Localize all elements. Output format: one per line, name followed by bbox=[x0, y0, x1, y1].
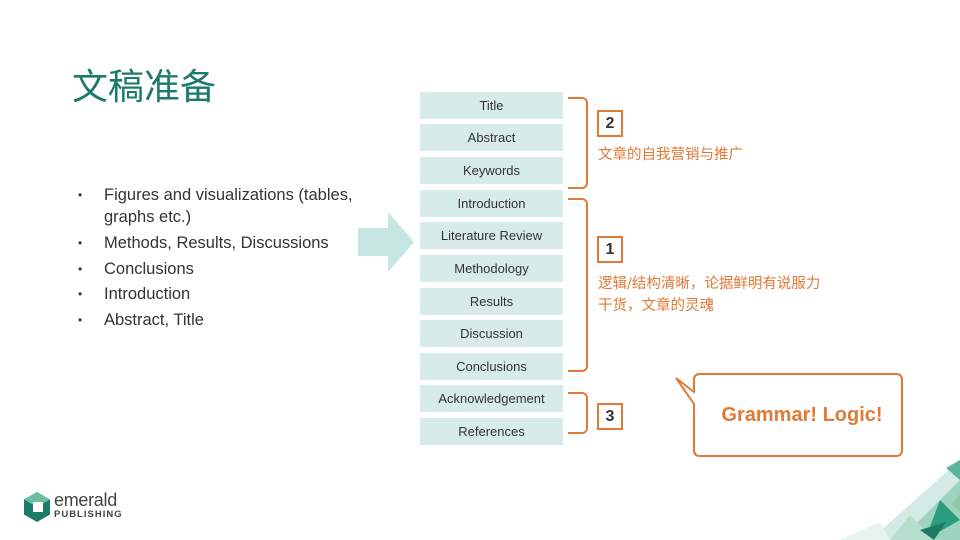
logo-wordmark: emerald bbox=[54, 490, 117, 511]
emerald-logo-icon bbox=[24, 492, 50, 522]
decorative-triangles bbox=[720, 460, 960, 540]
logo-subtitle: PUBLISHING bbox=[54, 509, 123, 520]
bullet-item: • Methods, Results, Discussions bbox=[78, 232, 368, 254]
bullet-marker: • bbox=[78, 283, 82, 305]
note-line: 干货，文章的灵魂 bbox=[598, 295, 820, 317]
callout-text: Grammar! Logic! bbox=[712, 404, 892, 427]
section-results: Results bbox=[420, 288, 563, 315]
bullet-item: • Conclusions bbox=[78, 258, 368, 280]
bullet-item: • Introduction bbox=[78, 283, 368, 305]
bullet-text: Introduction bbox=[104, 285, 190, 303]
note-line: 逻辑/结构清晰，论据鲜明有说服力 bbox=[598, 273, 820, 295]
right-arrow-icon bbox=[358, 212, 414, 272]
section-discussion: Discussion bbox=[420, 320, 563, 347]
group-number-3: 3 bbox=[597, 403, 623, 430]
section-conclusions: Conclusions bbox=[420, 353, 563, 380]
group-2-note: 文章的自我营销与推广 bbox=[598, 144, 743, 166]
bullet-text: Conclusions bbox=[104, 260, 194, 278]
slide-title: 文稿准备 bbox=[72, 58, 216, 110]
bracket-group-2 bbox=[568, 97, 588, 189]
bullet-marker: • bbox=[78, 184, 82, 206]
section-introduction: Introduction bbox=[420, 190, 563, 217]
section-abstract: Abstract bbox=[420, 124, 563, 151]
section-acknowledgement: Acknowledgement bbox=[420, 385, 563, 412]
group-number-1: 1 bbox=[597, 236, 623, 263]
bracket-group-3 bbox=[568, 392, 588, 434]
bullet-item: • Figures and visualizations (tables, gra… bbox=[78, 184, 368, 228]
section-references: References bbox=[420, 418, 563, 445]
group-number-2: 2 bbox=[597, 110, 623, 137]
group-1-note: 逻辑/结构清晰，论据鲜明有说服力 干货，文章的灵魂 bbox=[598, 273, 820, 317]
bracket-group-1 bbox=[568, 198, 588, 372]
bullet-list: • Figures and visualizations (tables, gra… bbox=[78, 184, 368, 334]
bullet-text: Methods, Results, Discussions bbox=[104, 234, 329, 252]
section-literature-review: Literature Review bbox=[420, 222, 563, 249]
bullet-item: • Abstract, Title bbox=[78, 309, 368, 331]
bullet-marker: • bbox=[78, 258, 82, 280]
bullet-marker: • bbox=[78, 309, 82, 331]
note-line: 文章的自我营销与推广 bbox=[598, 144, 743, 166]
section-methodology: Methodology bbox=[420, 255, 563, 282]
section-title: Title bbox=[420, 92, 563, 119]
bullet-marker: • bbox=[78, 232, 82, 254]
bullet-text: Abstract, Title bbox=[104, 311, 204, 329]
bullet-text: Figures and visualizations (tables, grap… bbox=[104, 186, 353, 226]
section-keywords: Keywords bbox=[420, 157, 563, 184]
